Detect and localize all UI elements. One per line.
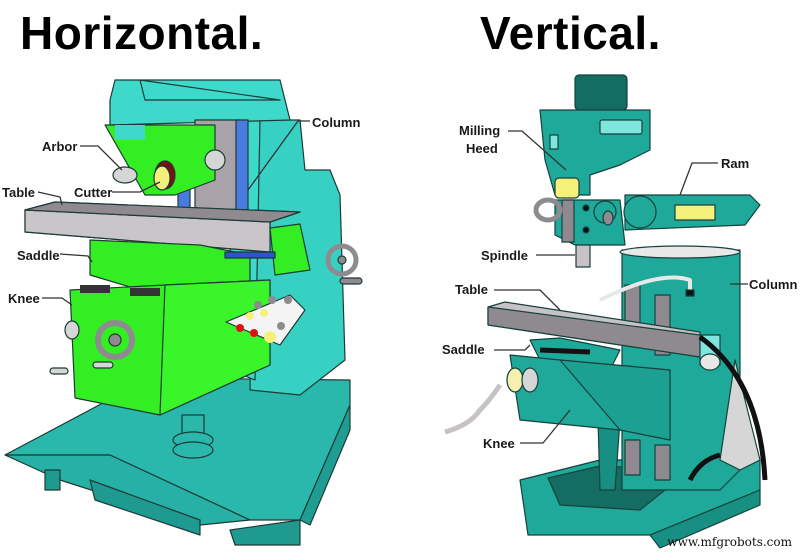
label-spindle: Spindle: [481, 248, 528, 263]
spindle: [575, 244, 591, 268]
label-column-horizontal: Column: [312, 115, 360, 130]
overarm: [109, 79, 291, 126]
label-saddle-vertical: Saddle: [442, 342, 485, 357]
label-table-vertical: Table: [455, 282, 488, 297]
title-vertical: Vertical.: [480, 7, 661, 59]
label-saddle-horizontal: Saddle: [17, 248, 60, 263]
vertical-milling-machine: [444, 74, 768, 549]
label-column-vertical: Column: [749, 277, 797, 292]
label-milling-head-line1: Milling: [459, 123, 500, 138]
arbor-support: [104, 124, 216, 196]
coolant-hose: [687, 334, 768, 482]
column-ways: [235, 119, 249, 216]
label-cutter: Cutter: [74, 185, 112, 200]
control-panel: [225, 294, 306, 346]
label-table-horizontal: Table: [2, 185, 35, 200]
watermark: www.mfgrobots.com: [667, 535, 792, 549]
saddle: [529, 337, 621, 371]
label-knee-vertical: Knee: [483, 436, 515, 451]
horizontal-leader-lines: [37, 120, 310, 306]
title-horizontal: Horizontal.: [20, 7, 264, 59]
table-handwheel: [325, 243, 359, 277]
knee-handwheel: [95, 320, 135, 360]
arbor: [112, 166, 138, 184]
control-buttons: [236, 296, 292, 343]
horizontal-milling-machine: [4, 79, 363, 546]
label-arbor: Arbor: [42, 139, 77, 154]
label-milling-head-line2: Heed: [466, 141, 498, 156]
label-knee-horizontal: Knee: [8, 291, 40, 306]
label-ram: Ram: [721, 156, 749, 171]
quill-handwheel: [533, 197, 563, 223]
vertical-leader-lines: [494, 130, 748, 444]
